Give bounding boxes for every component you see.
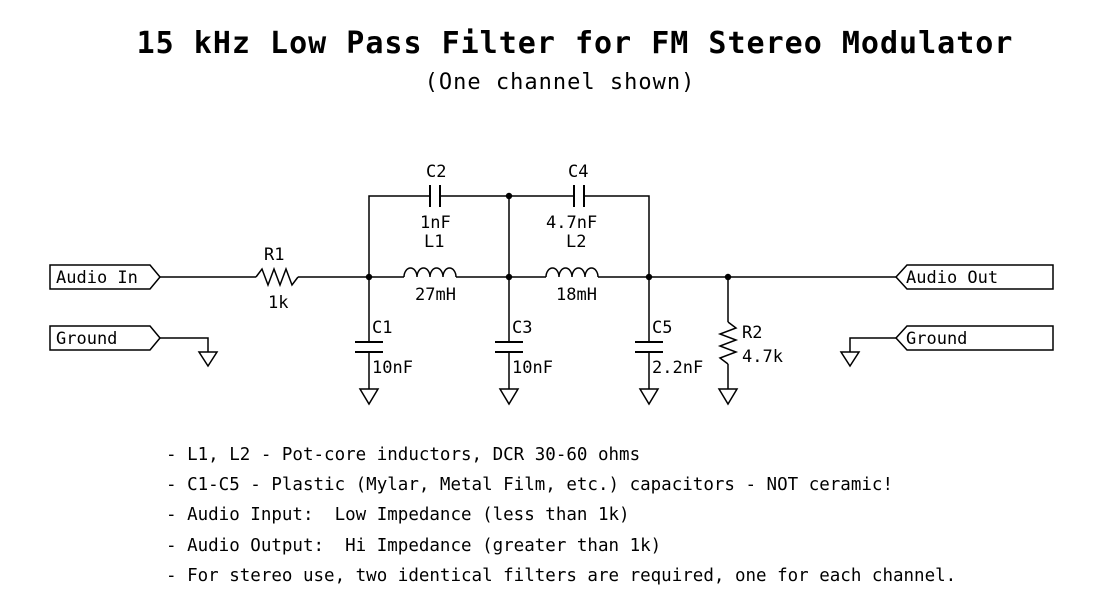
ground-right-label: Ground	[906, 329, 967, 349]
audio-out-label: Audio Out	[906, 268, 998, 288]
junction-dot	[505, 273, 513, 281]
ground-port-right: Ground	[839, 325, 1054, 368]
resistor-r2: R2 4.7k	[717, 277, 783, 406]
audio-in-label: Audio In	[56, 268, 138, 288]
c5-ref: C5	[652, 318, 672, 338]
c1-ref: C1	[372, 318, 392, 338]
inductor-l2: L2 18mH	[545, 232, 599, 305]
c5-value: 2.2nF	[652, 358, 703, 378]
junction-dot	[645, 273, 653, 281]
inductor-l1: L1 27mH	[403, 232, 457, 305]
ground-icon	[638, 388, 660, 406]
c3-ref: C3	[512, 318, 532, 338]
capacitor-c5: C5 2.2nF	[635, 277, 703, 406]
c4-value: 4.7nF	[546, 213, 597, 233]
diagram-title: 15 kHz Low Pass Filter for FM Stereo Mod…	[136, 26, 1014, 61]
c2-ref: C2	[426, 162, 446, 182]
l2-ref: L2	[566, 232, 586, 252]
audio-out-port: Audio Out	[894, 264, 1054, 290]
capacitor-c1: C1 10nF	[355, 277, 413, 406]
ground-icon	[839, 351, 861, 368]
ground-port-left: Ground	[49, 325, 219, 368]
ground-left-label: Ground	[56, 329, 117, 349]
note-item: - Audio Input: Low Impedance (less than …	[166, 505, 630, 526]
diagram-subtitle: (One channel shown)	[424, 70, 696, 95]
l2-value: 18mH	[556, 285, 597, 305]
ground-icon	[498, 388, 520, 406]
capacitor-c2: C2 1nF	[420, 162, 451, 233]
junction-dot	[724, 273, 732, 281]
r1-value: 1k	[268, 293, 288, 313]
ground-icon	[197, 351, 219, 368]
r2-ref: R2	[742, 323, 762, 343]
resistor-r1: R1 1k	[255, 245, 299, 313]
c2-value: 1nF	[420, 213, 451, 233]
capacitor-c3: C3 10nF	[495, 277, 553, 406]
l1-ref: L1	[424, 232, 444, 252]
note-item: - Audio Output: Hi Impedance (greater th…	[166, 535, 662, 556]
note-item: - L1, L2 - Pot-core inductors, DCR 30-60…	[166, 445, 641, 465]
note-item: - C1-C5 - Plastic (Mylar, Metal Film, et…	[166, 475, 893, 496]
r2-value: 4.7k	[742, 347, 783, 367]
audio-in-port: Audio In	[49, 264, 161, 290]
wire	[584, 195, 650, 277]
l1-value: 27mH	[415, 285, 456, 305]
note-item: - For stereo use, two identical filters …	[166, 565, 957, 586]
junction-dot	[505, 192, 513, 200]
junction-dot	[365, 273, 373, 281]
r1-ref: R1	[264, 245, 284, 265]
wire	[368, 195, 430, 277]
ground-icon	[358, 388, 380, 406]
junctions	[365, 192, 732, 281]
c4-ref: C4	[568, 162, 588, 182]
ground-icon	[717, 388, 739, 406]
capacitor-c4: C4 4.7nF	[546, 162, 597, 233]
notes-list: - L1, L2 - Pot-core inductors, DCR 30-60…	[166, 440, 956, 591]
c1-value: 10nF	[372, 358, 413, 378]
c3-value: 10nF	[512, 358, 553, 378]
